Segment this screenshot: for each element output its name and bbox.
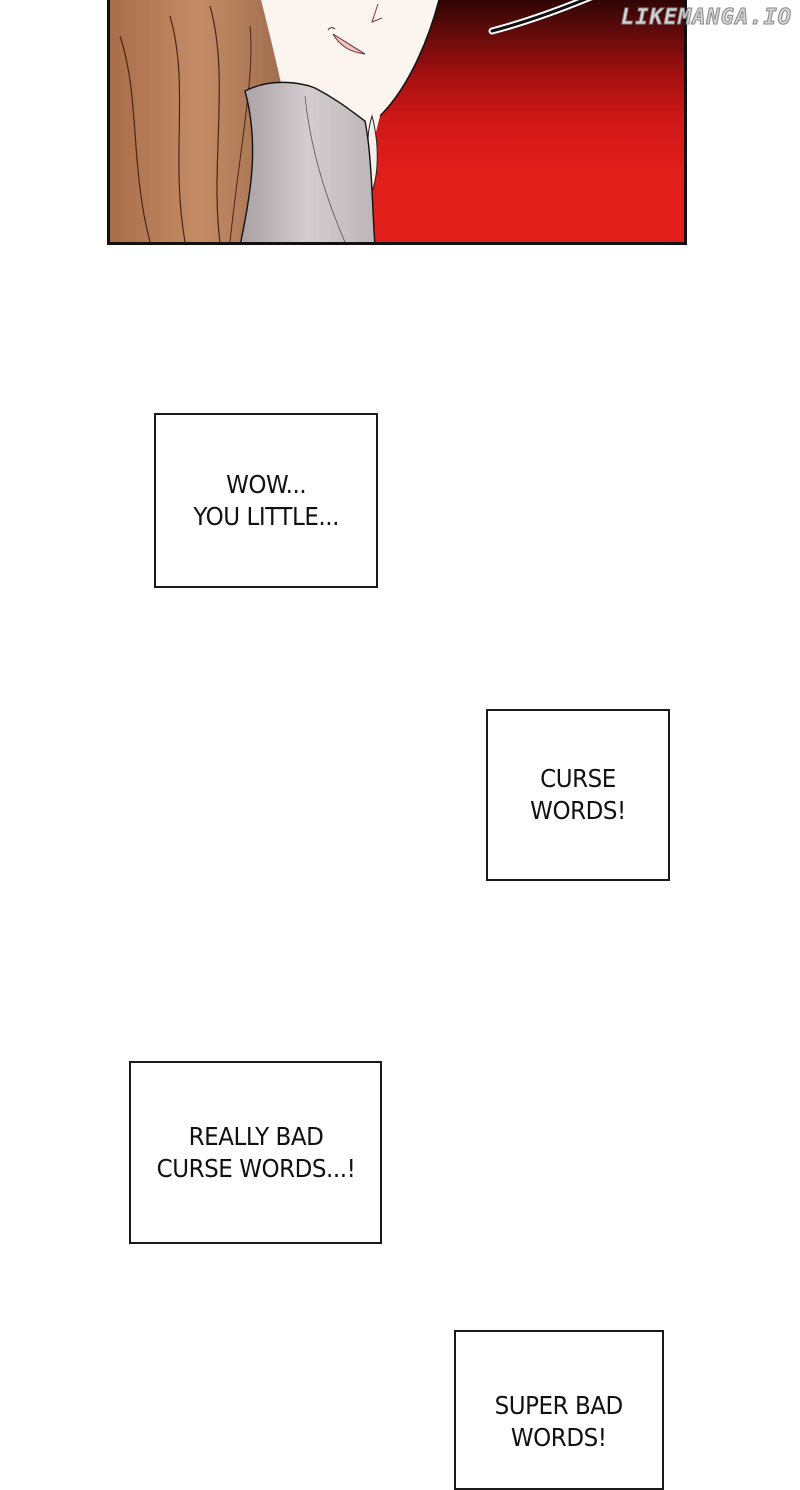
caption-text: SUPER BAD WORDS! <box>494 1391 624 1452</box>
caption-text: CURSE WORDS! <box>530 764 626 825</box>
site-watermark: LIKEMANGA.IO <box>621 5 792 31</box>
caption-box-curse-words: CURSE WORDS! <box>486 709 670 881</box>
caption-box-wow: WOW... YOU LITTLE... <box>154 413 378 588</box>
art-panel <box>107 0 687 245</box>
caption-box-super-bad: SUPER BAD WORDS! <box>454 1330 664 1490</box>
caption-text: REALLY BAD CURSE WORDS...! <box>156 1121 355 1183</box>
caption-text: WOW... YOU LITTLE... <box>193 469 339 531</box>
character-illustration <box>110 0 593 242</box>
caption-box-really-bad: REALLY BAD CURSE WORDS...! <box>129 1061 382 1244</box>
